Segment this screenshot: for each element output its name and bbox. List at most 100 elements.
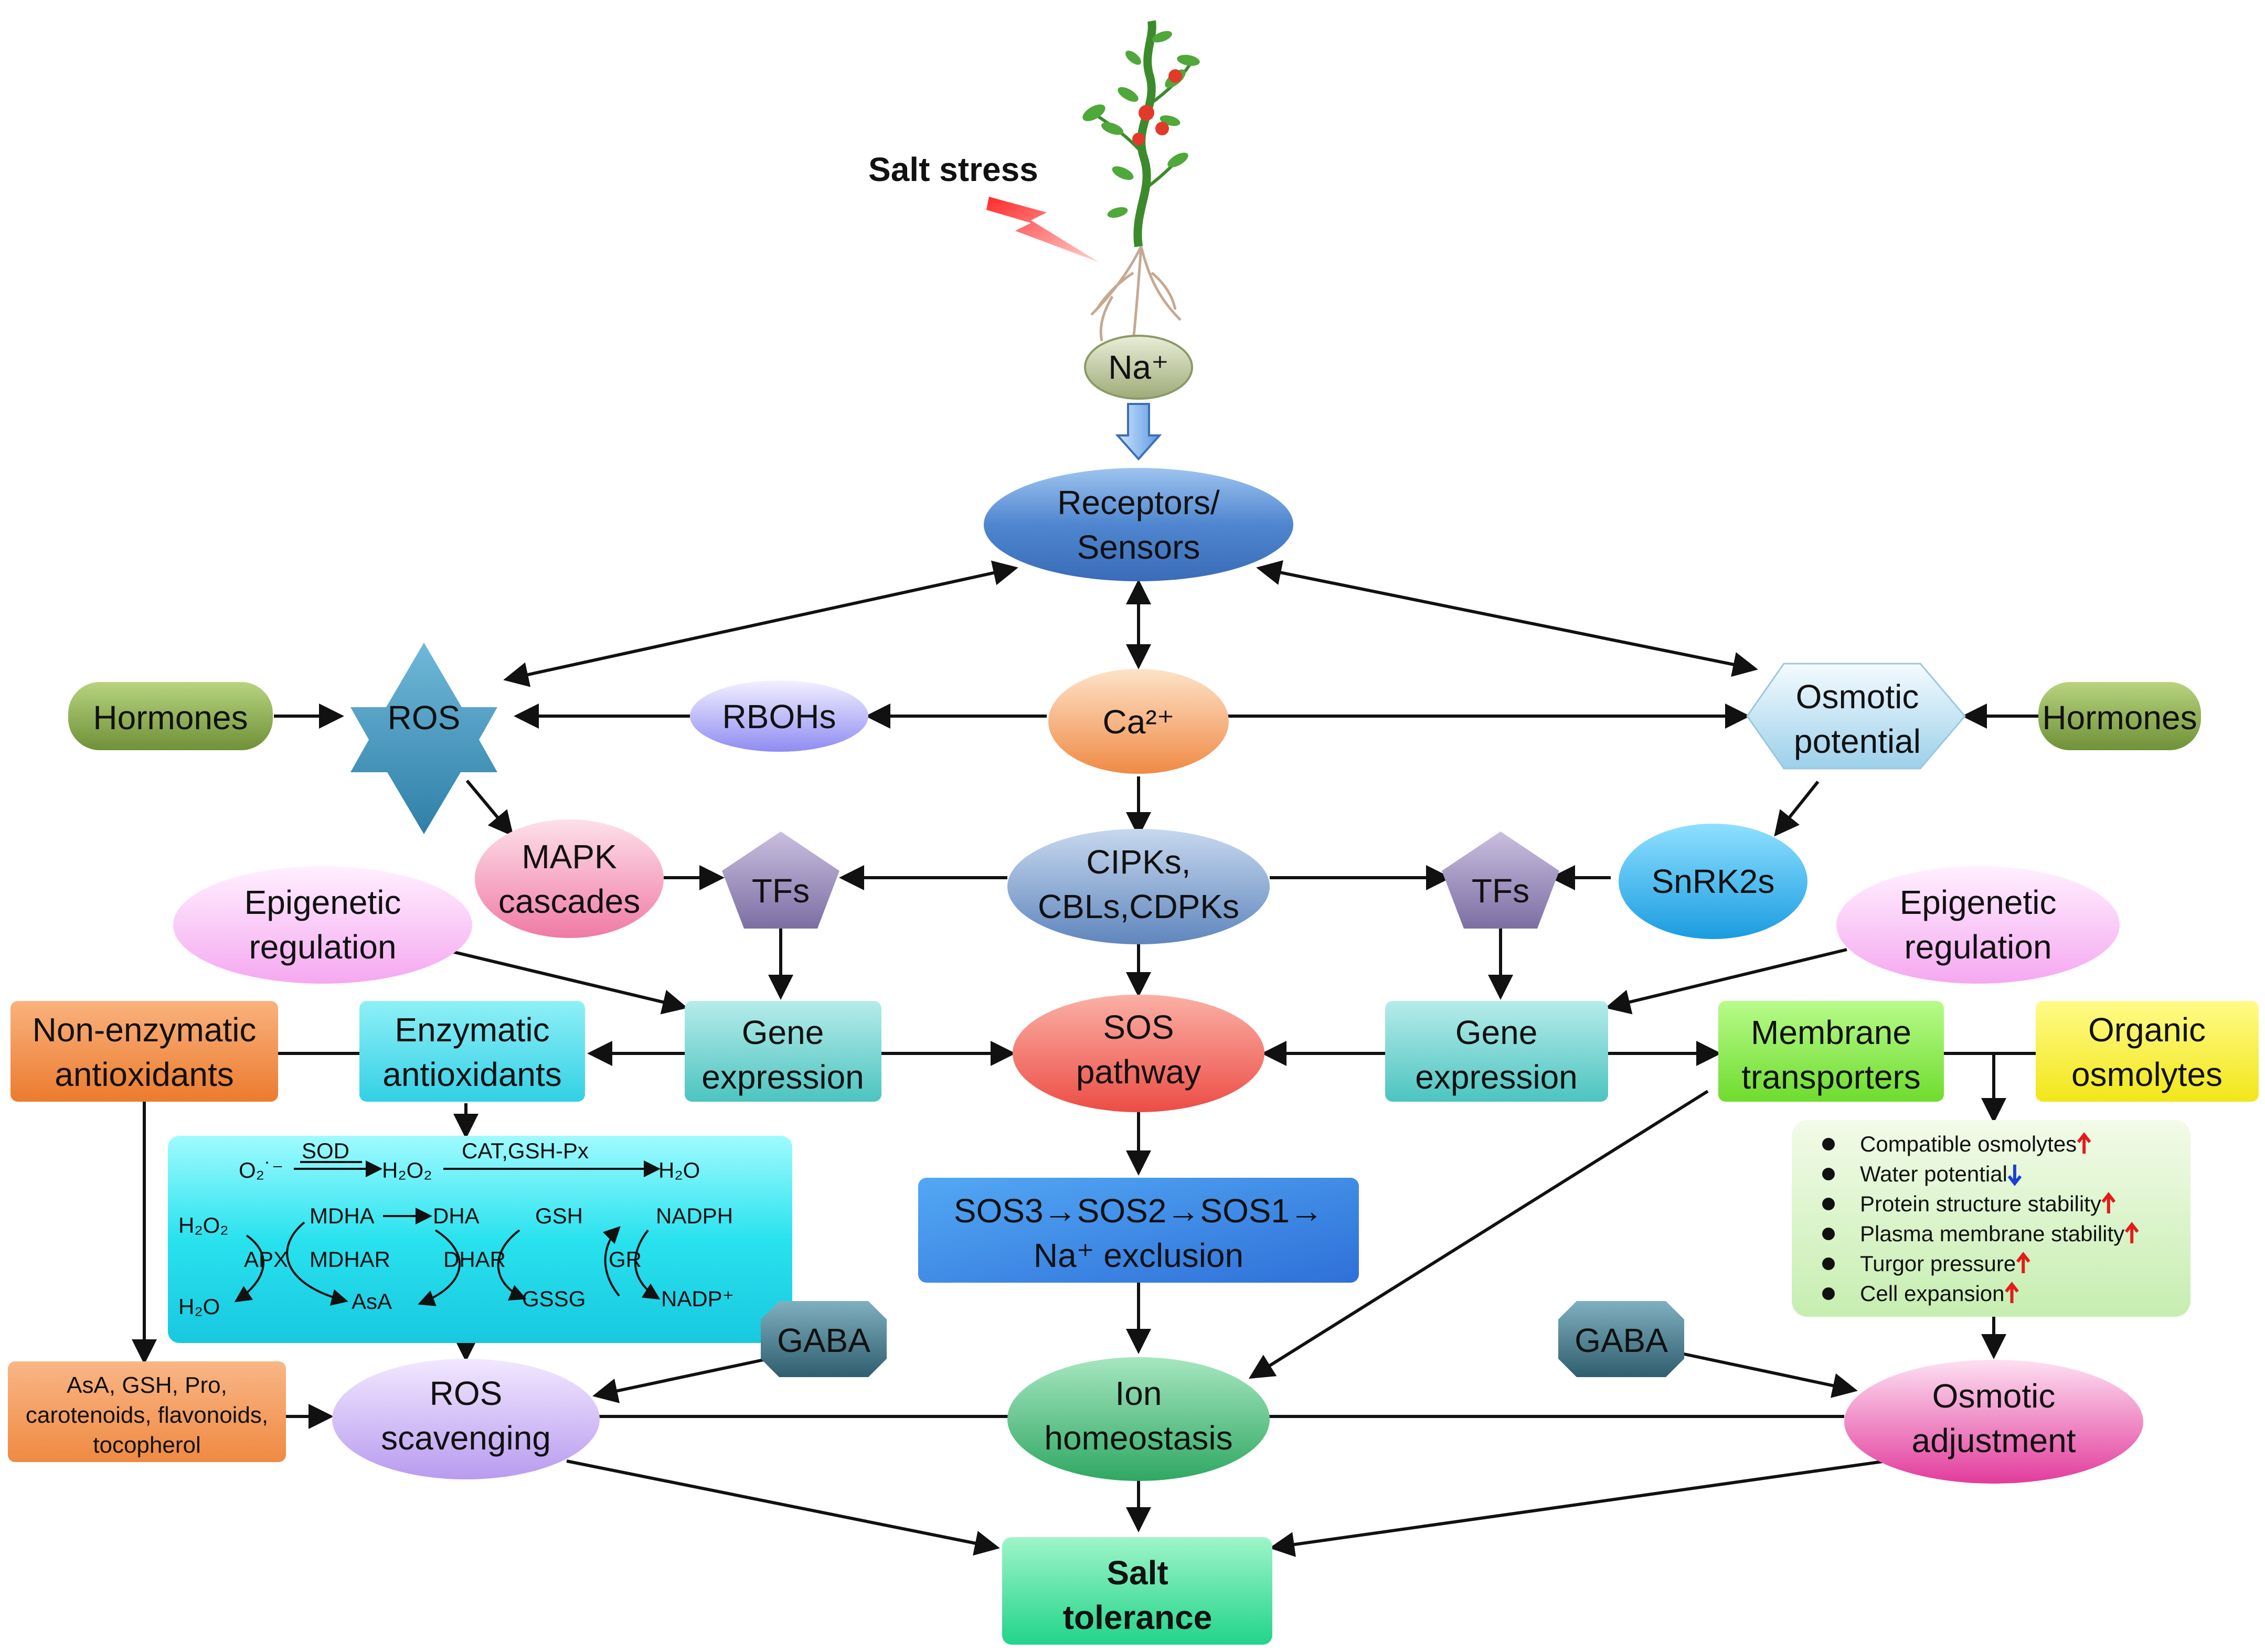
ros-node: ROS	[350, 643, 497, 834]
mdhar-label: MDHAR	[310, 1247, 390, 1272]
mapk-line2: cascades	[498, 882, 640, 920]
gene-expression-right-line2: expression	[1415, 1058, 1578, 1096]
sos-pathway-node: SOS pathway	[1013, 995, 1264, 1112]
salt-tolerance-line2: tolerance	[1063, 1598, 1213, 1636]
osmotic-adjustment-line2: adjustment	[1911, 1422, 2076, 1459]
epigenetic-right-line2: regulation	[1904, 928, 2051, 966]
hormones-left-label: Hormones	[93, 699, 248, 737]
receptors-sensors-node: Receptors/ Sensors	[984, 468, 1293, 581]
snrk2s-label: SnRK2s	[1652, 862, 1775, 900]
hormones-right-label: Hormones	[2042, 699, 2197, 737]
cat-gsh-px-label: CAT,GSH-Px	[462, 1138, 589, 1163]
increase-arrow-icon	[2077, 1132, 2091, 1154]
rbohs-label: RBOHs	[722, 698, 836, 736]
hormones-left-node: Hormones	[68, 682, 273, 750]
sod-label: SOD	[302, 1138, 349, 1163]
organic-line1: Organic	[2088, 1011, 2206, 1049]
bullet-icon	[1822, 1228, 1835, 1240]
bullet-icon	[1822, 1168, 1835, 1180]
snrk2s-node: SnRK2s	[1619, 824, 1807, 939]
epigenetic-regulation-right-node: Epigenetic regulation	[1836, 866, 2120, 984]
membrane-transporters-node: Membrane transporters	[1718, 1001, 1944, 1102]
gaba-left-label: GABA	[777, 1321, 870, 1359]
effect-label: Compatible osmolytes	[1860, 1132, 2077, 1156]
osmotic-potential-node: Osmotic potential	[1746, 663, 1966, 770]
organic-line2: osmolytes	[2071, 1056, 2223, 1093]
gene-expression-right-node: Gene expression	[1385, 1001, 1608, 1102]
compounds-line3: tocopherol	[93, 1432, 200, 1458]
gaba-right-node: GABA	[1558, 1301, 1684, 1377]
effect-label: Cell expansion	[1860, 1281, 2005, 1306]
nadp-label: NADP⁺	[661, 1286, 734, 1311]
nadph-label: NADPH	[656, 1203, 733, 1228]
calcium-node: Ca²⁺	[1048, 669, 1229, 774]
increase-arrow-icon	[2016, 1252, 2030, 1273]
sos-chain-node: SOS3→SOS2→SOS1→ Na⁺ exclusion	[918, 1178, 1359, 1283]
osmotic-potential-line2: potential	[1794, 722, 1921, 760]
ros-label: ROS	[388, 699, 461, 737]
bullet-icon	[1822, 1287, 1835, 1300]
bullet-icon	[1822, 1257, 1835, 1270]
salt-tolerance-node: Salt tolerance	[1002, 1537, 1272, 1645]
effect-label: Plasma membrane stability	[1860, 1221, 2124, 1246]
hormones-right-node: Hormones	[2038, 682, 2201, 750]
ros-scavenging-line1: ROS	[430, 1374, 503, 1412]
sos-chain-line2: Na⁺ exclusion	[1034, 1237, 1243, 1274]
rbohs-node: RBOHs	[690, 680, 868, 752]
apx-label: APX	[244, 1247, 288, 1272]
gene-expression-right-line1: Gene	[1455, 1014, 1538, 1051]
gssg-label: GSSG	[522, 1286, 586, 1311]
increase-arrow-icon	[2005, 1282, 2019, 1303]
na-ion-node: Na⁺	[1084, 335, 1193, 400]
epigenetic-regulation-left-node: Epigenetic regulation	[173, 866, 472, 984]
membrane-line2: transporters	[1741, 1058, 1920, 1096]
receptors-label-line1: Receptors/	[1057, 484, 1220, 521]
osmotic-adjustment-line1: Osmotic	[1932, 1377, 2056, 1415]
gene-expression-left-line1: Gene	[742, 1014, 824, 1051]
effect-label: Water potential	[1860, 1161, 2007, 1186]
ion-homeostasis-line2: homeostasis	[1044, 1419, 1232, 1457]
enzymatic-line1: Enzymatic	[395, 1011, 549, 1049]
cipks-line2: CBLs,CDPKs	[1038, 888, 1239, 925]
connector-lines	[132, 403, 2038, 1557]
tfs-right-node: TFs	[1442, 832, 1559, 929]
tomato-plant-illustration	[1082, 20, 1200, 342]
compounds-line2: carotenoids, flavonoids,	[26, 1402, 268, 1428]
h2o2-left: H₂O₂	[178, 1213, 229, 1238]
ion-homeostasis-line1: Ion	[1115, 1374, 1162, 1412]
compounds-line1: AsA, GSH, Pro,	[67, 1372, 227, 1398]
o2-radical: O₂˙⁻	[239, 1158, 283, 1182]
sos-pathway-line1: SOS	[1103, 1008, 1174, 1046]
epigenetic-left-line2: regulation	[249, 928, 396, 966]
non-enzymatic-line1: Non-enzymatic	[33, 1011, 257, 1049]
organic-osmolytes-node: Organic osmolytes	[2036, 1001, 2259, 1102]
gaba-right-label: GABA	[1575, 1321, 1668, 1359]
enzymatic-antioxidants-node: Enzymatic antioxidants	[359, 1001, 585, 1102]
effect-label: Turgor pressure	[1860, 1251, 2016, 1276]
ion-homeostasis-node: Ion homeostasis	[1007, 1357, 1270, 1481]
cipks-line1: CIPKs,	[1086, 843, 1190, 881]
epigenetic-left-line1: Epigenetic	[244, 883, 401, 921]
tfs-left-label: TFs	[752, 872, 810, 910]
receptors-label-line2: Sensors	[1077, 528, 1200, 566]
gene-expression-left-line2: expression	[701, 1058, 864, 1096]
dha-label: DHA	[433, 1203, 480, 1228]
na-inflow-arrow	[1115, 403, 1162, 461]
non-enzymatic-compounds-node: AsA, GSH, Pro, carotenoids, flavonoids, …	[8, 1361, 286, 1462]
salt-stress-label: Salt stress	[868, 151, 1038, 188]
non-enzymatic-antioxidants-node: Non-enzymatic antioxidants	[10, 1001, 278, 1102]
bullet-icon	[1822, 1198, 1835, 1210]
increase-arrow-icon	[2101, 1192, 2116, 1213]
sos-chain-line1: SOS3→SOS2→SOS1→	[954, 1192, 1323, 1230]
mapk-cascades-node: MAPK cascades	[475, 819, 664, 938]
epigenetic-right-line1: Epigenetic	[1900, 883, 2057, 921]
bullet-icon	[1822, 1138, 1835, 1150]
tfs-right-label: TFs	[1472, 872, 1529, 910]
gene-expression-left-node: Gene expression	[685, 1001, 881, 1102]
decrease-arrow-icon	[2007, 1165, 2022, 1186]
tfs-left-node: TFs	[722, 832, 839, 929]
gaba-left-node: GABA	[761, 1301, 887, 1377]
na-label: Na⁺	[1108, 348, 1169, 386]
salt-tolerance-line1: Salt	[1107, 1554, 1168, 1592]
membrane-line1: Membrane	[1751, 1014, 1911, 1051]
